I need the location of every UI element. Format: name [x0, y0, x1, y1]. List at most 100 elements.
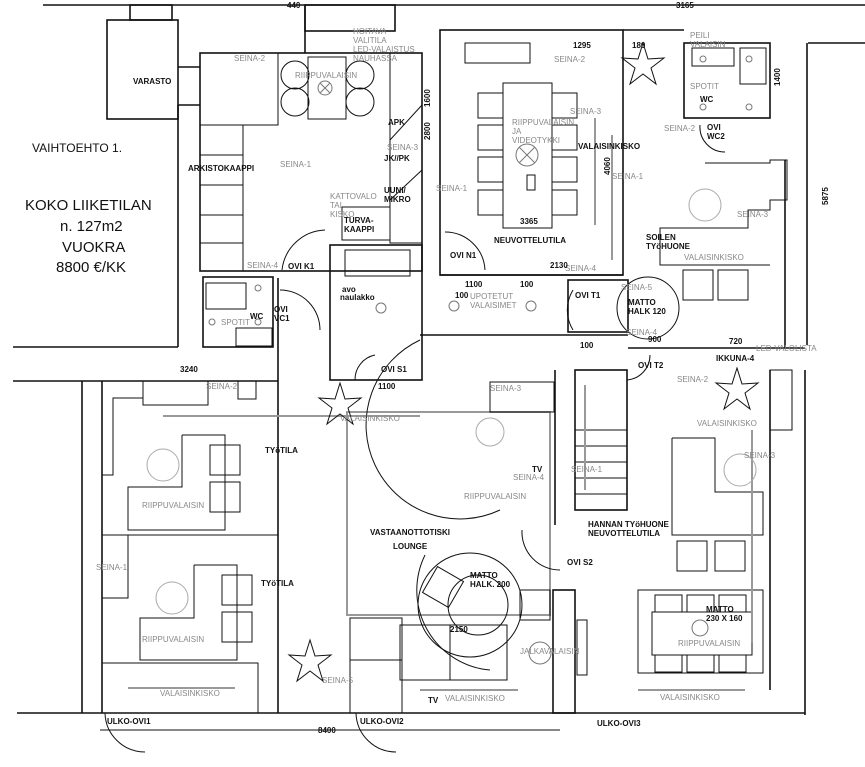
label-peili-valaisin: VALAISIN: [690, 40, 726, 49]
door-vc1-1: OVI: [274, 305, 288, 314]
label-kisko-hanna: VALAISINKISKO: [660, 693, 720, 702]
label-tai: TAI: [330, 201, 342, 210]
door-vc1-2: VC1: [274, 314, 290, 323]
label-riippuvalaisin-w2: RIIPPUVALAISIN: [142, 635, 204, 644]
label-turvakaappi-2: KAAPPI: [344, 225, 374, 234]
wall-label: SEINA-1: [96, 563, 128, 572]
label-turvakaappi-1: TURVA-: [344, 216, 374, 225]
label-spotit-wc2: SPOTIT: [690, 82, 719, 91]
dimension: 5875: [821, 187, 830, 205]
label-matto-200-2: HALK. 200: [470, 580, 511, 589]
label-matto-230-1: MATTO: [706, 605, 734, 614]
info-block: VAIHTOEHTO 1. KOKO LIIKETILAN n. 127m2 V…: [25, 141, 152, 276]
label-matto-120-1: MATTO: [628, 298, 656, 307]
wall-label: SEINA-2: [206, 382, 238, 391]
dimension: 3365: [520, 217, 538, 226]
wall-label: SEINA-3: [387, 143, 419, 152]
label-riippuvalaisin-meeting: RIIPPUVALAISIN: [512, 118, 574, 127]
label-nauhassa: NAUHASSA: [353, 54, 398, 63]
label-kisko-left: VALAISINKISKO: [160, 689, 220, 698]
info-line2: n. 127m2: [60, 218, 123, 235]
wall-label: SEINA-3: [737, 210, 769, 219]
dimension: 2150: [450, 625, 468, 634]
dimension: 440: [287, 1, 301, 10]
room-labels: VARASTO ARKISTOKAAPPI NEUVOTTELUTILA SOI…: [133, 77, 714, 588]
dimension: 1400: [773, 68, 782, 86]
dimension: 8400: [318, 726, 336, 735]
wall-label: SEINA-4: [565, 264, 597, 273]
dimension: 100: [455, 291, 469, 300]
label-matto-230-2: 230 X 160: [706, 614, 743, 623]
lamps: [208, 55, 753, 665]
walls: [13, 4, 865, 731]
dimension: 100: [580, 341, 594, 350]
label-kisko-meeting: VALAISINKISKO: [578, 142, 640, 151]
dimension: 3240: [180, 365, 198, 374]
room-vastaanotto-2: LOUNGE: [393, 542, 428, 551]
room-arkistokaappi: ARKISTOKAAPPI: [188, 164, 254, 173]
room-hanna-1: HANNAN TYöHUONE: [588, 520, 670, 529]
wall-label: SEINA-2: [677, 375, 709, 384]
label-ja: JA: [512, 127, 522, 136]
info-line1: KOKO LIIKETILAN: [25, 197, 152, 214]
door-t1: OVI T1: [575, 291, 601, 300]
label-matto-120-2: HALK 120: [628, 307, 666, 316]
dimension: 4060: [603, 157, 612, 175]
door-labels: OVI K1 OVI VC1 OVI N1 OVI S1 OVI T1 OVI …: [107, 123, 755, 728]
wall-label: SEINA-1: [436, 184, 468, 193]
room-soile-2: TYöHUONE: [646, 242, 691, 251]
room-wc1: WC: [250, 312, 264, 321]
label-kattovalo: KATTOVALO: [330, 192, 377, 201]
dimension: 3165: [676, 1, 694, 10]
door-k1: OVI K1: [288, 262, 315, 271]
wall-label: SEINA-1: [612, 172, 644, 181]
door-s2: OVI S2: [567, 558, 593, 567]
door-ulko-3: ULKO-OVI3: [597, 719, 641, 728]
room-tyotila-2: TYöTILA: [261, 579, 294, 588]
label-riippuvalaisin-w1: RIIPPUVALAISIN: [142, 501, 204, 510]
wall-label: SEINA-3: [744, 451, 776, 460]
wall-label: SEINA-4: [247, 261, 279, 270]
label-tv-2: TV: [428, 696, 439, 705]
doors: [104, 124, 726, 753]
label-tv-1: TV: [532, 465, 543, 474]
label-kisko-soile: VALAISINKISKO: [684, 253, 744, 262]
dimension: 180: [632, 41, 646, 50]
label-peili: PEILI: [690, 31, 710, 40]
dimension: 900: [648, 335, 662, 344]
label-jk-pk: JK//PK: [384, 154, 410, 163]
label-riippuvalaisin-lounge: RIIPPUVALAISIN: [464, 492, 526, 501]
door-ulko-1: ULKO-OVI1: [107, 717, 151, 726]
dimension: 1100: [378, 382, 396, 391]
wall-label: SEINA-3: [570, 107, 602, 116]
plant-icon: [287, 41, 760, 683]
window-ikkuna-4: IKKUNA-4: [716, 354, 755, 363]
label-led-valolista: LED-VALOLISTA: [756, 344, 817, 353]
wall-label: SEINA-2: [554, 55, 586, 64]
room-neuvottelutila: NEUVOTTELUTILA: [494, 236, 566, 245]
wall-label: SEINA-2: [664, 124, 696, 133]
label-led-valaistus: LED-VALAISTUS: [353, 45, 415, 54]
label-spotit-wc1: SPOTIT: [221, 318, 250, 327]
room-vastaanotto-1: VASTAANOTTOTISKI: [370, 528, 450, 537]
lighting-labels: HOITAVA VALITILA LED-VALAISTUS NAUHASSA …: [142, 27, 817, 703]
room-hanna-2: NEUVOTTELUTILA: [588, 529, 660, 538]
door-ulko-2: ULKO-OVI2: [360, 717, 404, 726]
label-riippuvalaisin-dining: RIIPPUVALAISIN: [678, 639, 740, 648]
info-line3: VUOKRA: [62, 239, 125, 256]
room-varasto: VARASTO: [133, 77, 171, 86]
label-kisko-lounge: VALAISINKISKO: [340, 414, 400, 423]
dimension: 1100: [465, 280, 483, 289]
wall-label: SEINA-5: [322, 676, 354, 685]
label-kisko-right: VALAISINKISKO: [697, 419, 757, 428]
rugs: [417, 276, 680, 658]
label-valaisimet: VALAISIMET: [470, 301, 517, 310]
label-apk: APK: [388, 118, 405, 127]
wall-label: SEINA-2: [234, 54, 266, 63]
door-n1: OVI N1: [450, 251, 477, 260]
label-avo: avo: [342, 285, 356, 294]
wall-label: SEINA-1: [280, 160, 312, 169]
dimension: 720: [729, 337, 743, 346]
door-t2: OVI T2: [638, 361, 664, 370]
